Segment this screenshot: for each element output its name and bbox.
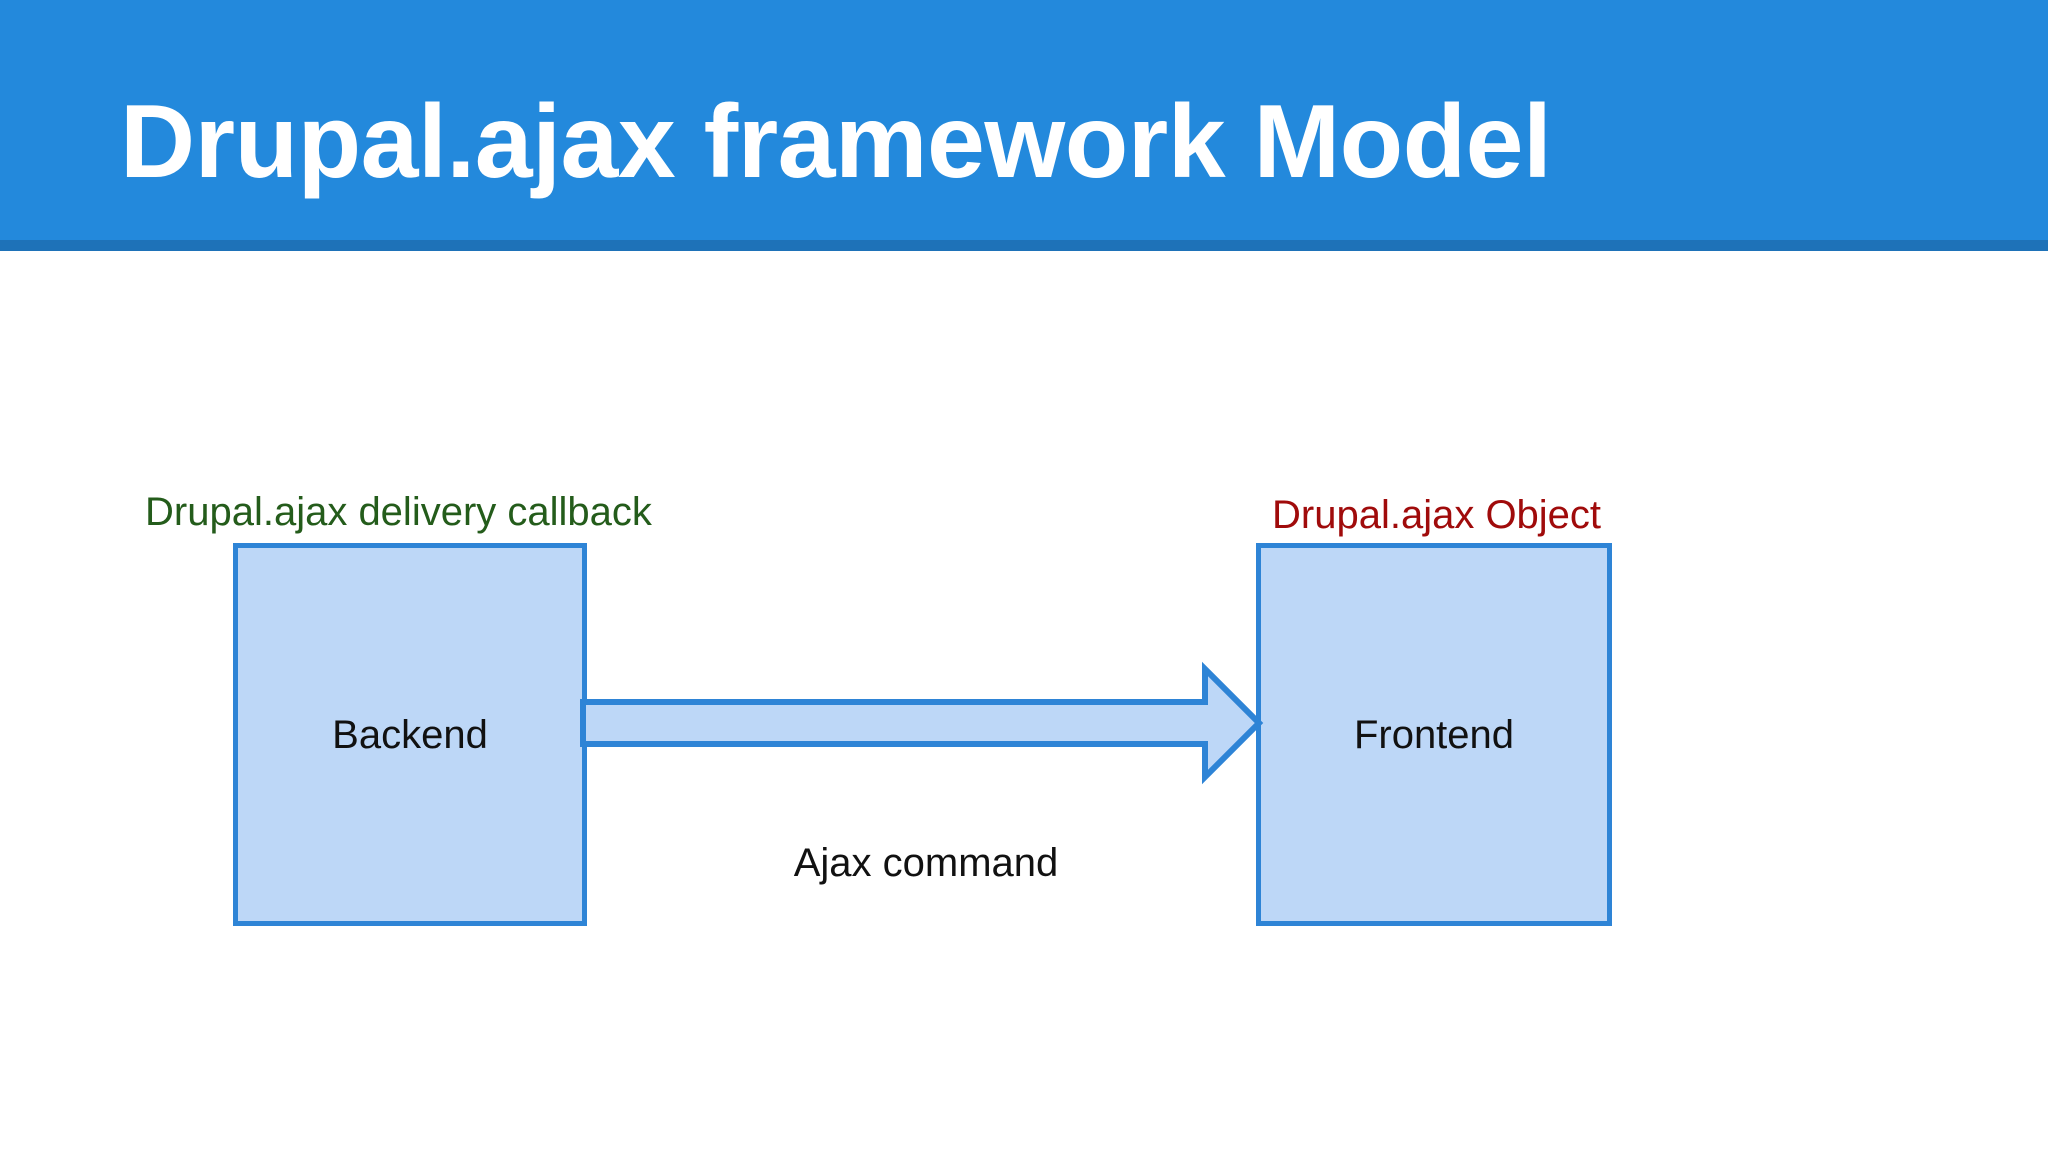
page-title: Drupal.ajax framework Model [120,84,1552,200]
title-bar [0,0,2048,240]
frontend-node-label: Frontend [1353,712,1515,757]
frontend-node-box[interactable]: Frontend [1256,543,1612,926]
ajax-command-arrow-icon [580,661,1264,785]
backend-node-caption: Drupal.ajax delivery callback [145,490,652,534]
title-bar-underline [0,240,2048,251]
ajax-command-arrow-label: Ajax command [793,841,1059,885]
diagram-canvas: Drupal.ajax delivery callback Drupal.aja… [0,251,2048,1152]
backend-node-box[interactable]: Backend [233,543,587,926]
backend-node-label: Backend [332,712,488,757]
frontend-node-caption: Drupal.ajax Object [1272,493,1602,537]
ajax-command-arrow[interactable] [580,661,1264,785]
